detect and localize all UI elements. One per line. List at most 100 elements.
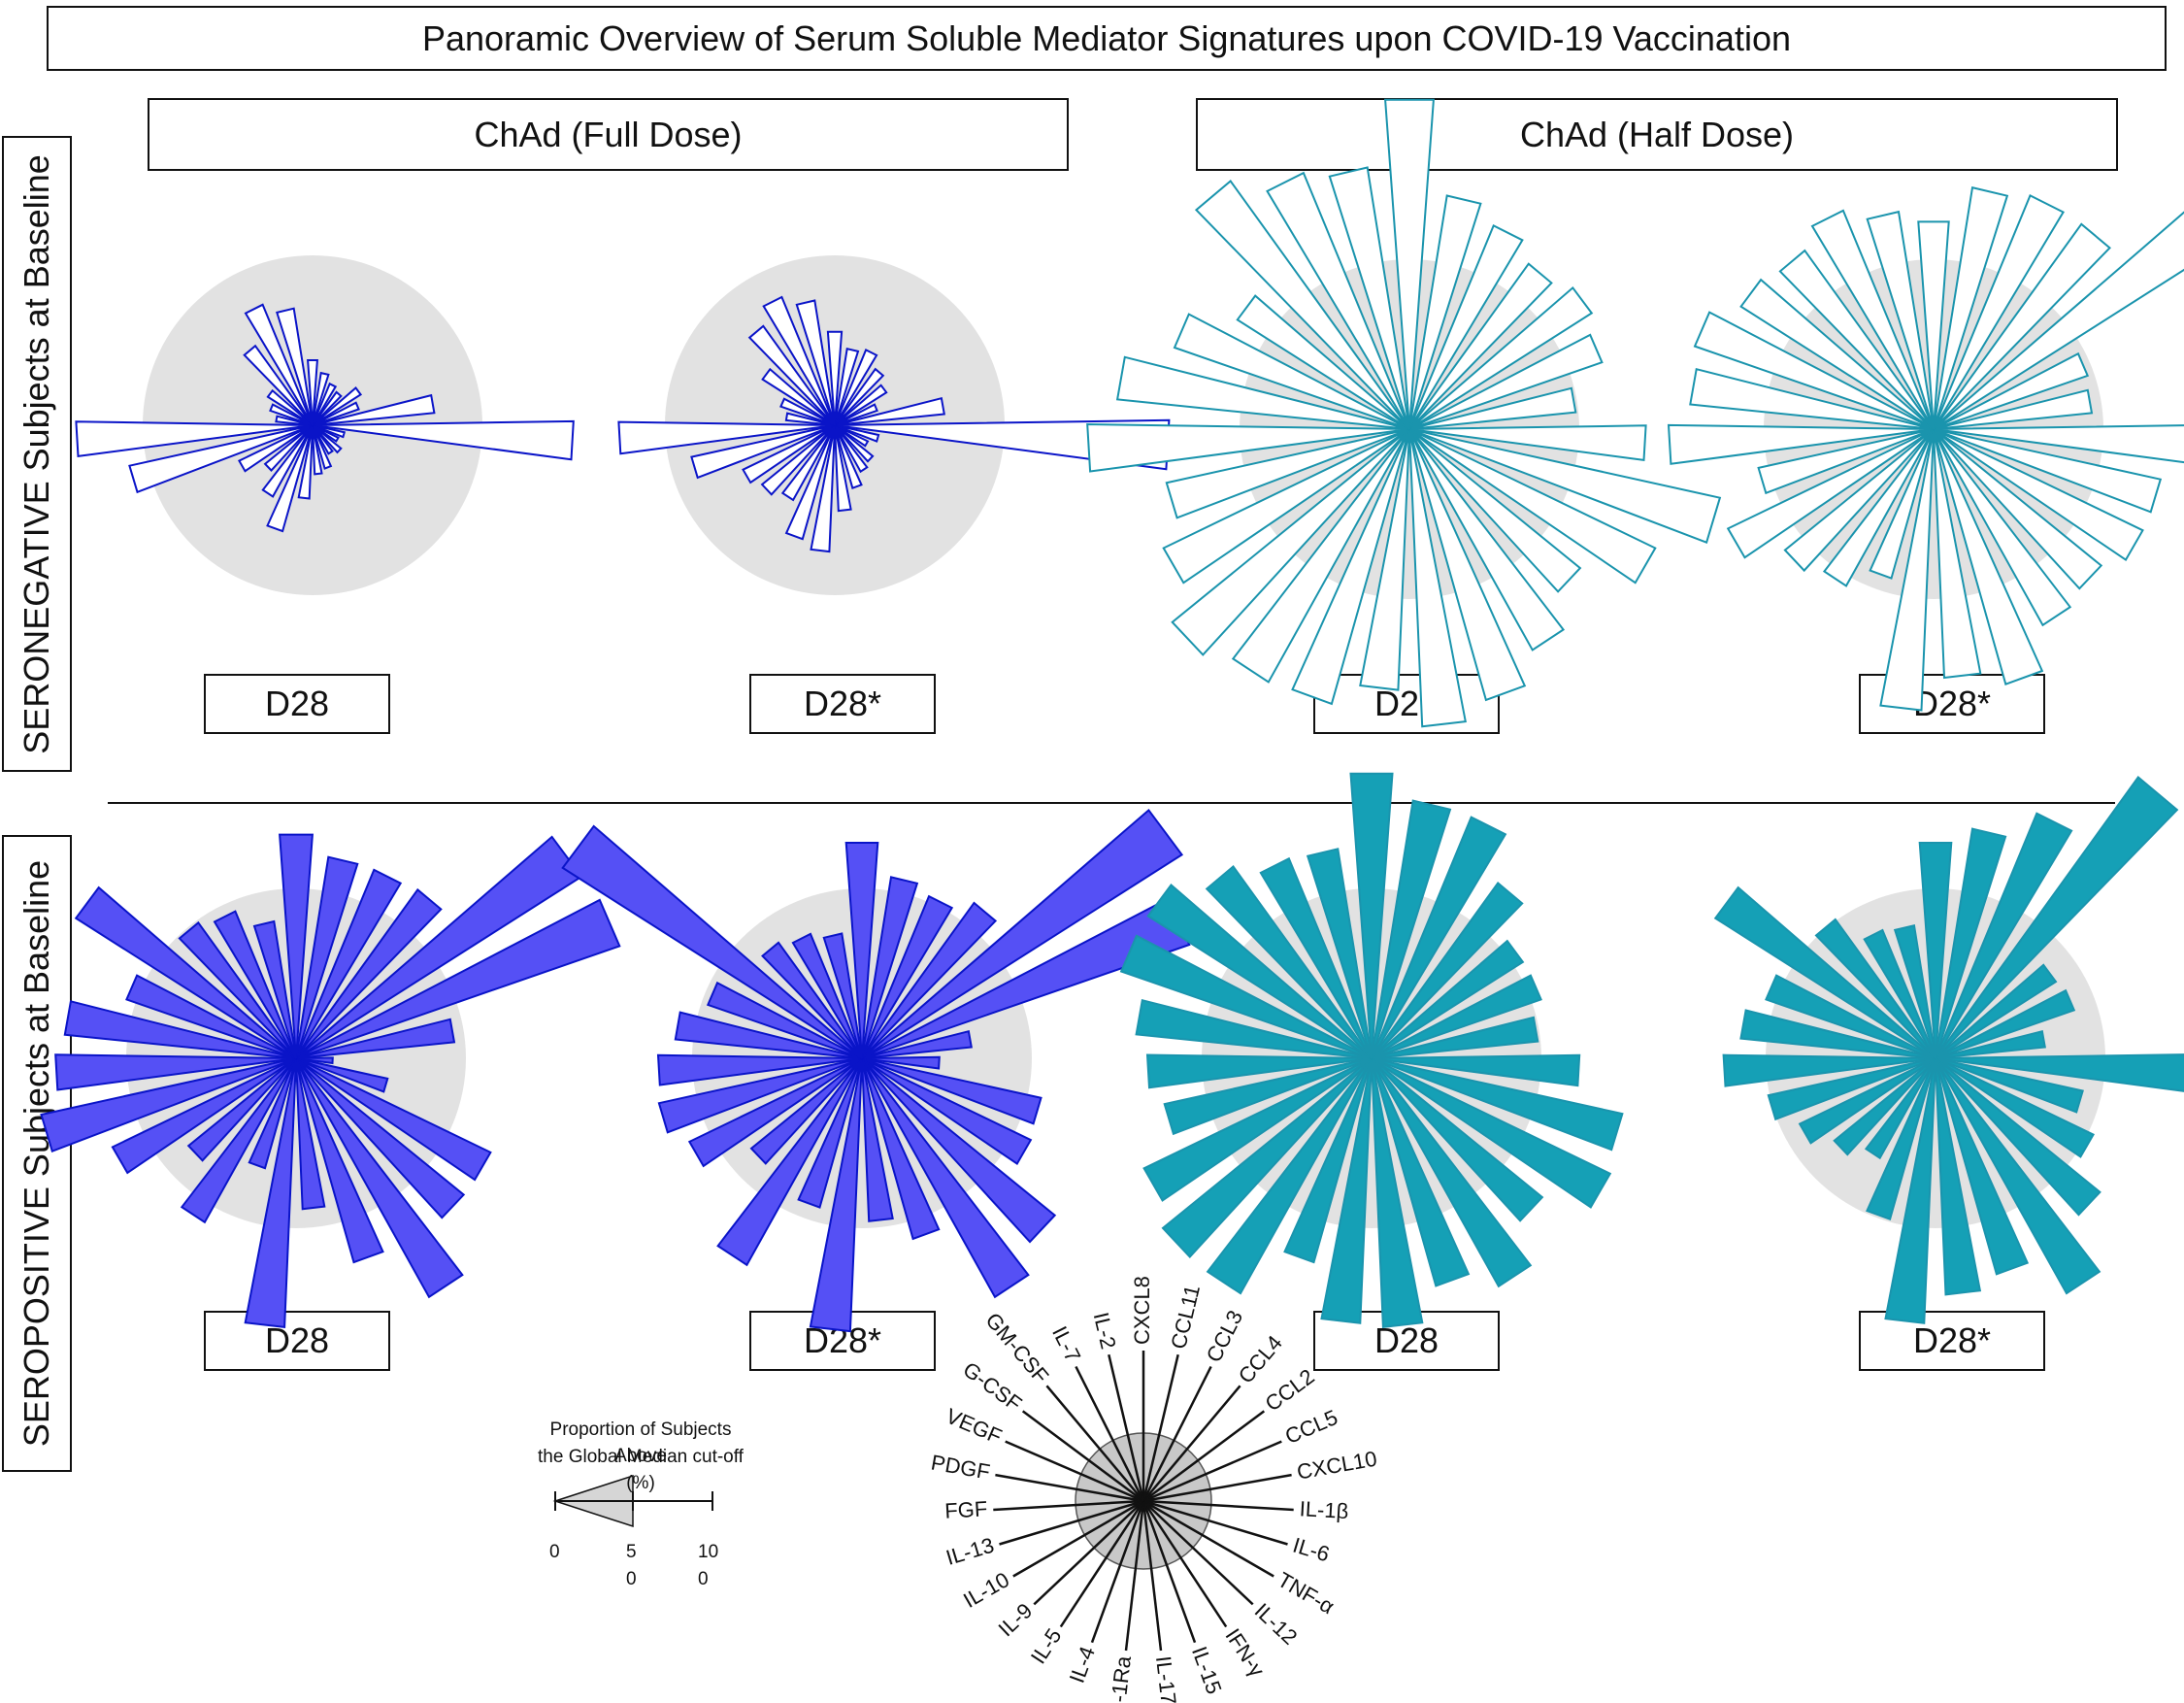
bar-il-10	[1726, 428, 1935, 559]
key-spoke	[1142, 1500, 1228, 1628]
key-spoke	[1142, 1410, 1266, 1503]
bar-il-2	[1893, 923, 1936, 1059]
bar-g-csf	[1146, 883, 1373, 1059]
radial-chart-pos-full-d28	[40, 833, 621, 1329]
radial-chart-pos-half-d28	[1119, 772, 1624, 1329]
bar-ccl11	[312, 371, 330, 426]
key-spoke	[1142, 1365, 1212, 1502]
bar-il-9	[263, 424, 314, 472]
bar-il-2	[1328, 166, 1410, 430]
bar-ccl2	[1371, 939, 1525, 1059]
key-spoke	[1142, 1500, 1163, 1652]
key-label-il-17: IL-17	[1151, 1654, 1181, 1703]
bar-il-1	[1935, 1053, 2184, 1092]
bar-il-12	[1371, 1057, 1544, 1222]
key-spoke	[1090, 1500, 1145, 1644]
bar-ccl4	[1935, 776, 2179, 1059]
day-label-neg-half-d28: D28	[1313, 674, 1500, 734]
bar-ccl4	[312, 390, 343, 426]
bar-il-17	[1935, 1057, 1982, 1296]
bar-cxcl8	[1918, 842, 1953, 1059]
bar-il-2	[252, 919, 297, 1059]
bar-il-1	[1408, 424, 1647, 462]
key-spoke	[1142, 1499, 1288, 1546]
bar-fgf	[1145, 1053, 1373, 1089]
key-spoke	[1005, 1440, 1144, 1503]
bar-ccl3	[295, 868, 403, 1059]
bar-il-9	[749, 1057, 863, 1165]
bar-il-7	[1259, 856, 1373, 1059]
bar-g-csf	[561, 824, 863, 1059]
bar-il-2	[276, 307, 314, 426]
bar-pdgf	[63, 1000, 297, 1059]
bar-ccl11	[1933, 185, 2009, 430]
bar-g-csf	[761, 367, 836, 426]
bar-il-7	[213, 910, 297, 1059]
bar-ifn	[834, 424, 869, 474]
bar-il-13	[657, 1057, 863, 1134]
key-spoke	[999, 1499, 1144, 1546]
bar-ccl2	[1933, 211, 2184, 430]
bar-il-7	[1810, 209, 1935, 430]
bar-ccl5	[295, 898, 621, 1059]
bar-gm-csf	[747, 324, 836, 426]
bar-il-1ra	[1320, 1057, 1373, 1324]
bar-ccl4	[295, 887, 443, 1059]
bar-il-12	[1933, 428, 2103, 590]
bar-ccl3	[1371, 816, 1507, 1059]
bar-ccl5	[834, 403, 878, 426]
bar-il-5	[1206, 1057, 1373, 1295]
bar-il-9	[186, 1057, 297, 1162]
bar-il-4	[797, 1057, 863, 1209]
bar-vegf	[1765, 974, 1936, 1059]
bar-il-13	[1767, 1057, 1936, 1121]
bar-il-4	[1291, 428, 1410, 706]
bar-ifn	[312, 424, 334, 455]
bar-g-csf	[1739, 278, 1935, 430]
bar-cxcl8	[1384, 98, 1435, 430]
key-label-il-12: IL-12	[1250, 1598, 1303, 1650]
key-label-il-1: IL-1β	[1299, 1496, 1349, 1523]
bar-ifn	[1935, 1057, 2101, 1295]
bar-il-2	[1866, 210, 1935, 430]
bar-ccl2	[295, 835, 583, 1059]
bar-il-1ra	[1359, 428, 1410, 691]
bar-il-15	[1933, 428, 2044, 686]
bar-tnf	[861, 1057, 1033, 1166]
bar-il-15	[861, 1057, 941, 1241]
bar-il-6	[1371, 1057, 1624, 1152]
bar-ccl4	[1933, 222, 2111, 430]
bar-il-9	[1161, 1057, 1373, 1258]
row-divider	[108, 802, 2115, 804]
key-spoke	[1142, 1385, 1241, 1502]
key-label-il-1ra: IL-1Ra	[1105, 1653, 1137, 1703]
bar-il-17	[1371, 1057, 1424, 1329]
bar-ccl5	[1408, 333, 1604, 430]
bar-gm-csf	[243, 344, 314, 426]
bar-il-12	[295, 1057, 466, 1219]
key-spoke	[1075, 1365, 1145, 1502]
bar-il-10	[1162, 428, 1410, 584]
row-label-seropositive: SEROPOSITIVE Subjects at Baseline	[2, 835, 72, 1472]
bar-ccl3	[1933, 194, 2066, 430]
bar-il-10	[111, 1057, 297, 1175]
bar-pdgf	[1739, 1009, 1936, 1059]
bar-pdgf	[784, 412, 836, 426]
bar-gm-csf	[761, 941, 863, 1059]
bar-vegf	[125, 974, 297, 1059]
bar-il-12	[834, 424, 875, 463]
bar-il-9	[1171, 428, 1410, 656]
bar-il-13	[1163, 1057, 1373, 1136]
bar-vegf	[1119, 934, 1373, 1059]
bar-fgf	[617, 420, 836, 455]
bar-ccl3	[861, 894, 954, 1059]
bar-il-4	[1869, 428, 1935, 580]
key-label-cxcl8: CXCL8	[1130, 1276, 1154, 1345]
bar-cxcl8	[307, 359, 318, 426]
bar-cxcl10	[295, 1018, 456, 1059]
bar-cxcl10	[1408, 386, 1577, 430]
row-label-seronegative: SERONEGATIVE Subjects at Baseline	[2, 136, 72, 772]
bar-il-4	[266, 424, 314, 533]
bar-il-7	[244, 303, 314, 426]
bar-tnf	[1933, 428, 2144, 562]
